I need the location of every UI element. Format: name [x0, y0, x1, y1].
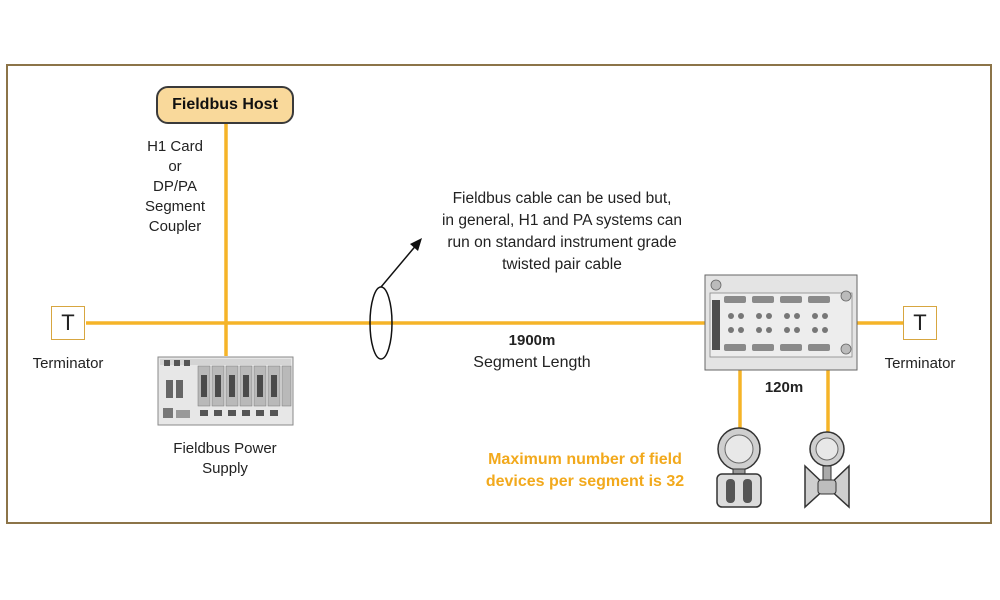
- host-interface-line: Coupler: [148, 218, 202, 235]
- host-interface-line: or: [168, 158, 182, 175]
- cable-note: Fieldbus cable can be used but, in gener…: [412, 188, 712, 276]
- left-terminator-label: Terminator: [32, 355, 104, 372]
- left-terminator-box: T: [51, 306, 85, 340]
- power-supply-line: Fieldbus Power: [173, 440, 277, 457]
- cable-callout-arrow: [380, 242, 419, 288]
- arrowhead-icon: [410, 238, 422, 251]
- pressure-transmitter-icon: [716, 427, 762, 508]
- max-devices-note: Maximum number of field devices per segm…: [465, 449, 705, 493]
- max-devices-line: devices per segment is 32: [485, 473, 685, 490]
- right-terminator-box: T: [903, 306, 937, 340]
- max-devices-line: Maximum number of field: [488, 451, 682, 468]
- cable-note-line: Fieldbus cable can be used but,: [452, 190, 672, 207]
- segment-length-value: 1900m: [508, 332, 556, 349]
- host-interface-label: H1 Card or DP/PA Segment Coupler: [120, 137, 230, 237]
- host-interface-line: DP/PA: [153, 178, 197, 195]
- cable-note-line: run on standard instrument grade: [447, 234, 677, 251]
- power-supply-line: Supply: [202, 460, 248, 477]
- right-terminator-label: Terminator: [884, 355, 956, 372]
- power-supply-label: Fieldbus Power Supply: [155, 439, 295, 479]
- segment-length-label: Segment Length: [473, 354, 591, 371]
- cable-note-line: twisted pair cable: [502, 256, 622, 273]
- host-interface-line: H1 Card: [147, 138, 203, 155]
- host-interface-line: Segment: [144, 198, 206, 215]
- junction-box-icon: [704, 274, 858, 371]
- power-supply-icon: [157, 356, 294, 426]
- cable-note-line: in general, H1 and PA systems can: [441, 212, 683, 229]
- fieldbus-host-box: Fieldbus Host: [156, 86, 294, 124]
- spur-length-value: 120m: [764, 379, 804, 396]
- control-valve-icon: [804, 431, 850, 509]
